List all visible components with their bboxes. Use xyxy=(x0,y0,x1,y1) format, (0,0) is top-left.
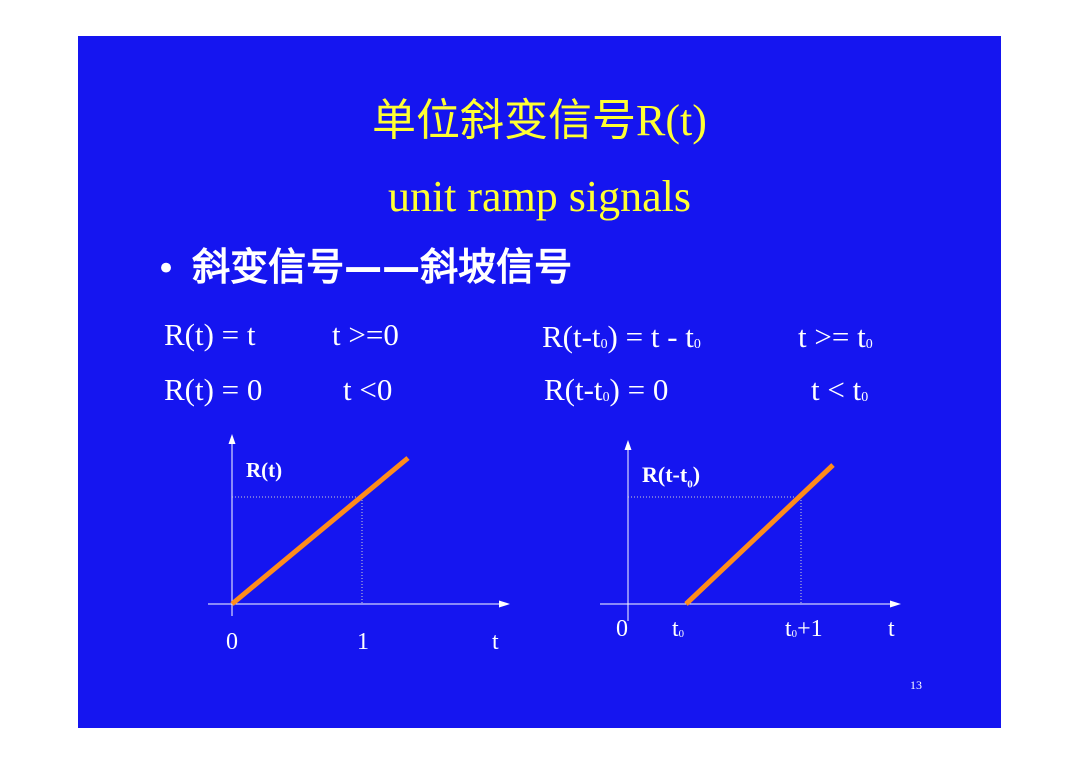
eq-right-row1-cond-text: t >= t xyxy=(798,319,866,354)
graph-right-tick-t0-sub: 0 xyxy=(678,627,685,640)
graph-right-label-text: R(t-t xyxy=(642,462,688,487)
eq-right-row1-mid: ) = t - t xyxy=(607,319,694,354)
graph-right-label: R(t-t0) xyxy=(642,464,700,490)
eq-left-row1-expr: R(t) = t xyxy=(164,317,256,352)
graph-right-x-arrow xyxy=(890,600,901,608)
graph-left-tick-one: 1 xyxy=(357,629,369,655)
graph-left-y-arrow xyxy=(228,434,236,444)
eq-right-row2-cond-sub: 0 xyxy=(861,389,869,405)
graph-right-tick-t0-text: t xyxy=(672,616,679,642)
eq-right-row1-sub: 0 xyxy=(600,336,608,352)
graph-right-label-end: ) xyxy=(692,462,701,487)
graph-left-ramp-line xyxy=(230,456,410,606)
bullet-text: 斜变信号——斜坡信号 xyxy=(192,245,573,289)
eq-right-row2-mid: ) = 0 xyxy=(609,372,669,407)
eq-right-row1-lhs: R(t-t xyxy=(542,319,601,354)
slide: 单位斜变信号R(t) unit ramp signals • 斜变信号——斜坡信号… xyxy=(78,36,1001,728)
graph-left-x-arrow xyxy=(499,600,510,608)
eq-right-row2-sub: 0 xyxy=(602,389,610,405)
graph-left-axis-t: t xyxy=(492,629,499,655)
eq-right-row2: R(t-t0) = 0 xyxy=(544,374,668,405)
graph-right-axis-t: t xyxy=(888,616,895,642)
graph-right-y-arrow xyxy=(624,440,632,450)
graph-left-label: R(t) xyxy=(246,458,283,482)
eq-right-row2-cond: t < t0 xyxy=(811,374,868,405)
graph-left xyxy=(208,434,901,621)
page-number: 13 xyxy=(910,678,922,692)
eq-right-row1-sub2: 0 xyxy=(693,336,701,352)
title-chinese: 单位斜变信号R(t) xyxy=(372,96,707,145)
graph-right-label-sub: 0 xyxy=(687,478,693,491)
eq-right-row2-cond-text: t < t xyxy=(811,372,862,407)
title-english: unit ramp signals xyxy=(387,172,692,221)
graph-right-tick-t0p1: t0+1 xyxy=(785,617,823,641)
graph-right-tick-t0: t0 xyxy=(672,617,684,641)
graph-right-ramp-line xyxy=(684,463,835,606)
eq-right-row1: R(t-t0) = t - t0 xyxy=(542,321,701,352)
graph-right-tick-t0p1-text: t xyxy=(785,616,792,642)
eq-left-row2-expr: R(t) = 0 xyxy=(164,372,263,407)
bullet-item: • 斜变信号——斜坡信号 xyxy=(156,248,572,286)
eq-left-row1-cond: t >=0 xyxy=(332,317,399,352)
graph-right-tick-t0p1-sub: 0 xyxy=(791,627,798,640)
eq-right-row2-lhs: R(t-t xyxy=(544,372,603,407)
graph-right-tick-t0p1-end: +1 xyxy=(797,616,823,642)
graph-left-tick-origin: 0 xyxy=(226,629,238,655)
eq-right-row1-cond-sub: 0 xyxy=(865,336,873,352)
eq-right-row1-cond: t >= t0 xyxy=(798,321,873,352)
bullet-marker: • xyxy=(156,249,177,289)
eq-left-row2-cond: t <0 xyxy=(343,372,393,407)
graph-right-tick-origin: 0 xyxy=(616,616,628,642)
